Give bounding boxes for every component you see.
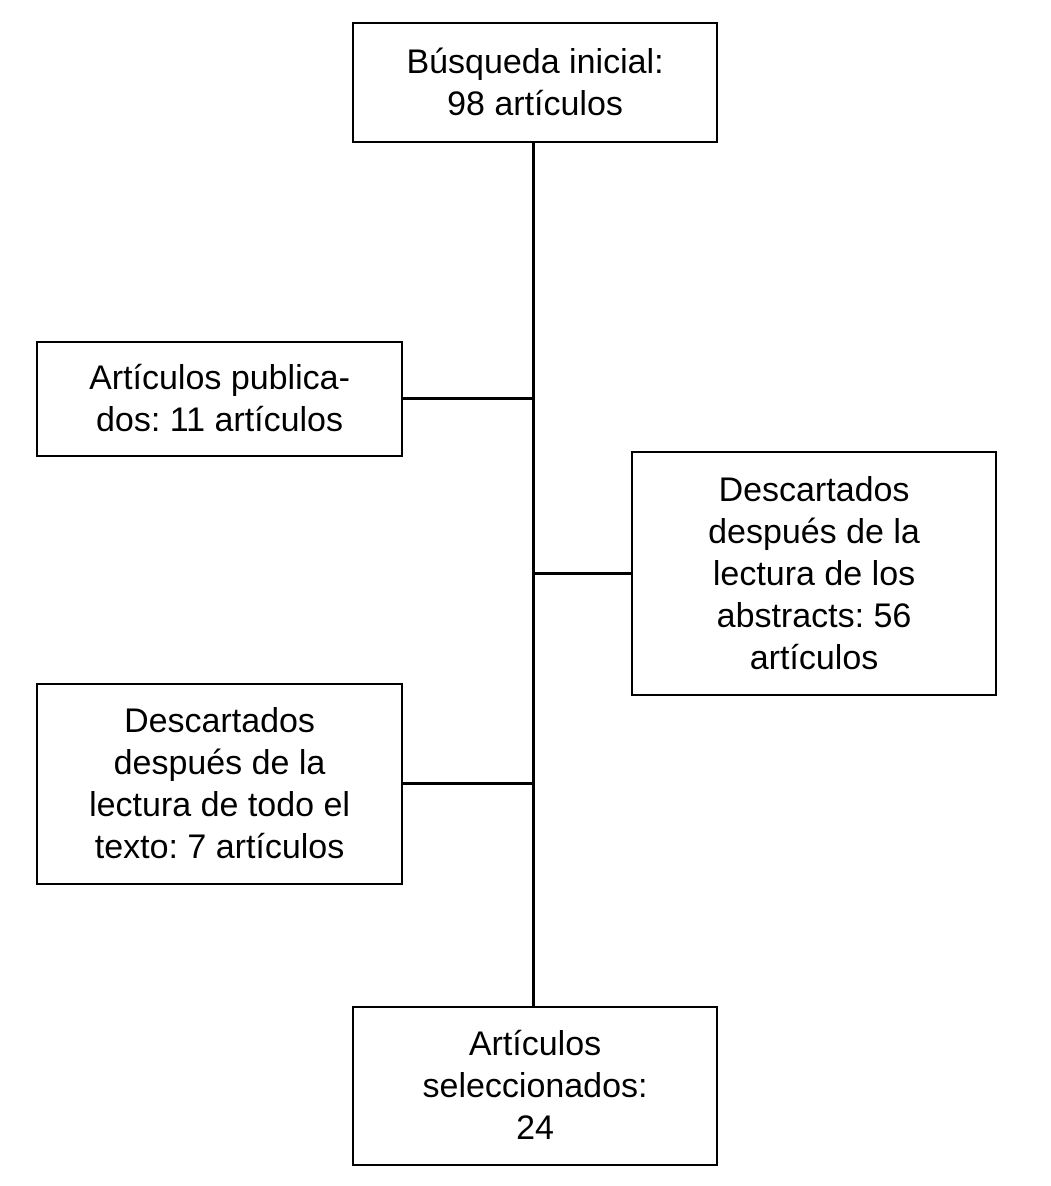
box-text-line: lectura de todo el — [89, 786, 350, 824]
box-text-line: Descartados — [124, 702, 315, 740]
box-text-line: Búsqueda inicial: — [406, 42, 664, 81]
box-text-line: abstracts: 56 — [716, 596, 912, 635]
box-text-line: después de la — [113, 744, 326, 782]
box-text-line: Artículos — [468, 1025, 602, 1063]
box-text-line: lectura de los — [712, 554, 916, 593]
connector-main-vertical — [532, 143, 535, 1006]
box-text-line: dos: 11 artículos — [96, 401, 343, 439]
box-text-line: 24 — [516, 1109, 554, 1147]
connector-fulltext-branch — [402, 782, 533, 785]
box-text-line: Artículos publica- — [89, 359, 350, 397]
box-text-line: 98 artículos — [447, 84, 623, 123]
flowchart-box-discarded-fulltext: Descartados después de la lectura de tod… — [36, 683, 403, 885]
flowchart-box-published-articles: Artículos publica- dos: 11 artículos — [36, 341, 403, 457]
box-text-line: texto: 7 artículos — [94, 828, 345, 866]
flowchart-box-initial-search: Búsqueda inicial: 98 artículos — [352, 22, 718, 143]
flowchart-box-selected-articles: Artículos seleccionados: 24 — [352, 1006, 718, 1166]
box-text-line: seleccionados: — [422, 1067, 648, 1105]
box-text-line: Descartados — [718, 470, 910, 509]
connector-abstracts-branch — [533, 572, 632, 575]
box-text-line: artículos — [749, 638, 879, 677]
connector-published-branch — [402, 397, 533, 400]
flowchart-box-discarded-abstracts: Descartados después de la lectura de los… — [631, 451, 997, 696]
box-text-line: después de la — [708, 512, 920, 551]
